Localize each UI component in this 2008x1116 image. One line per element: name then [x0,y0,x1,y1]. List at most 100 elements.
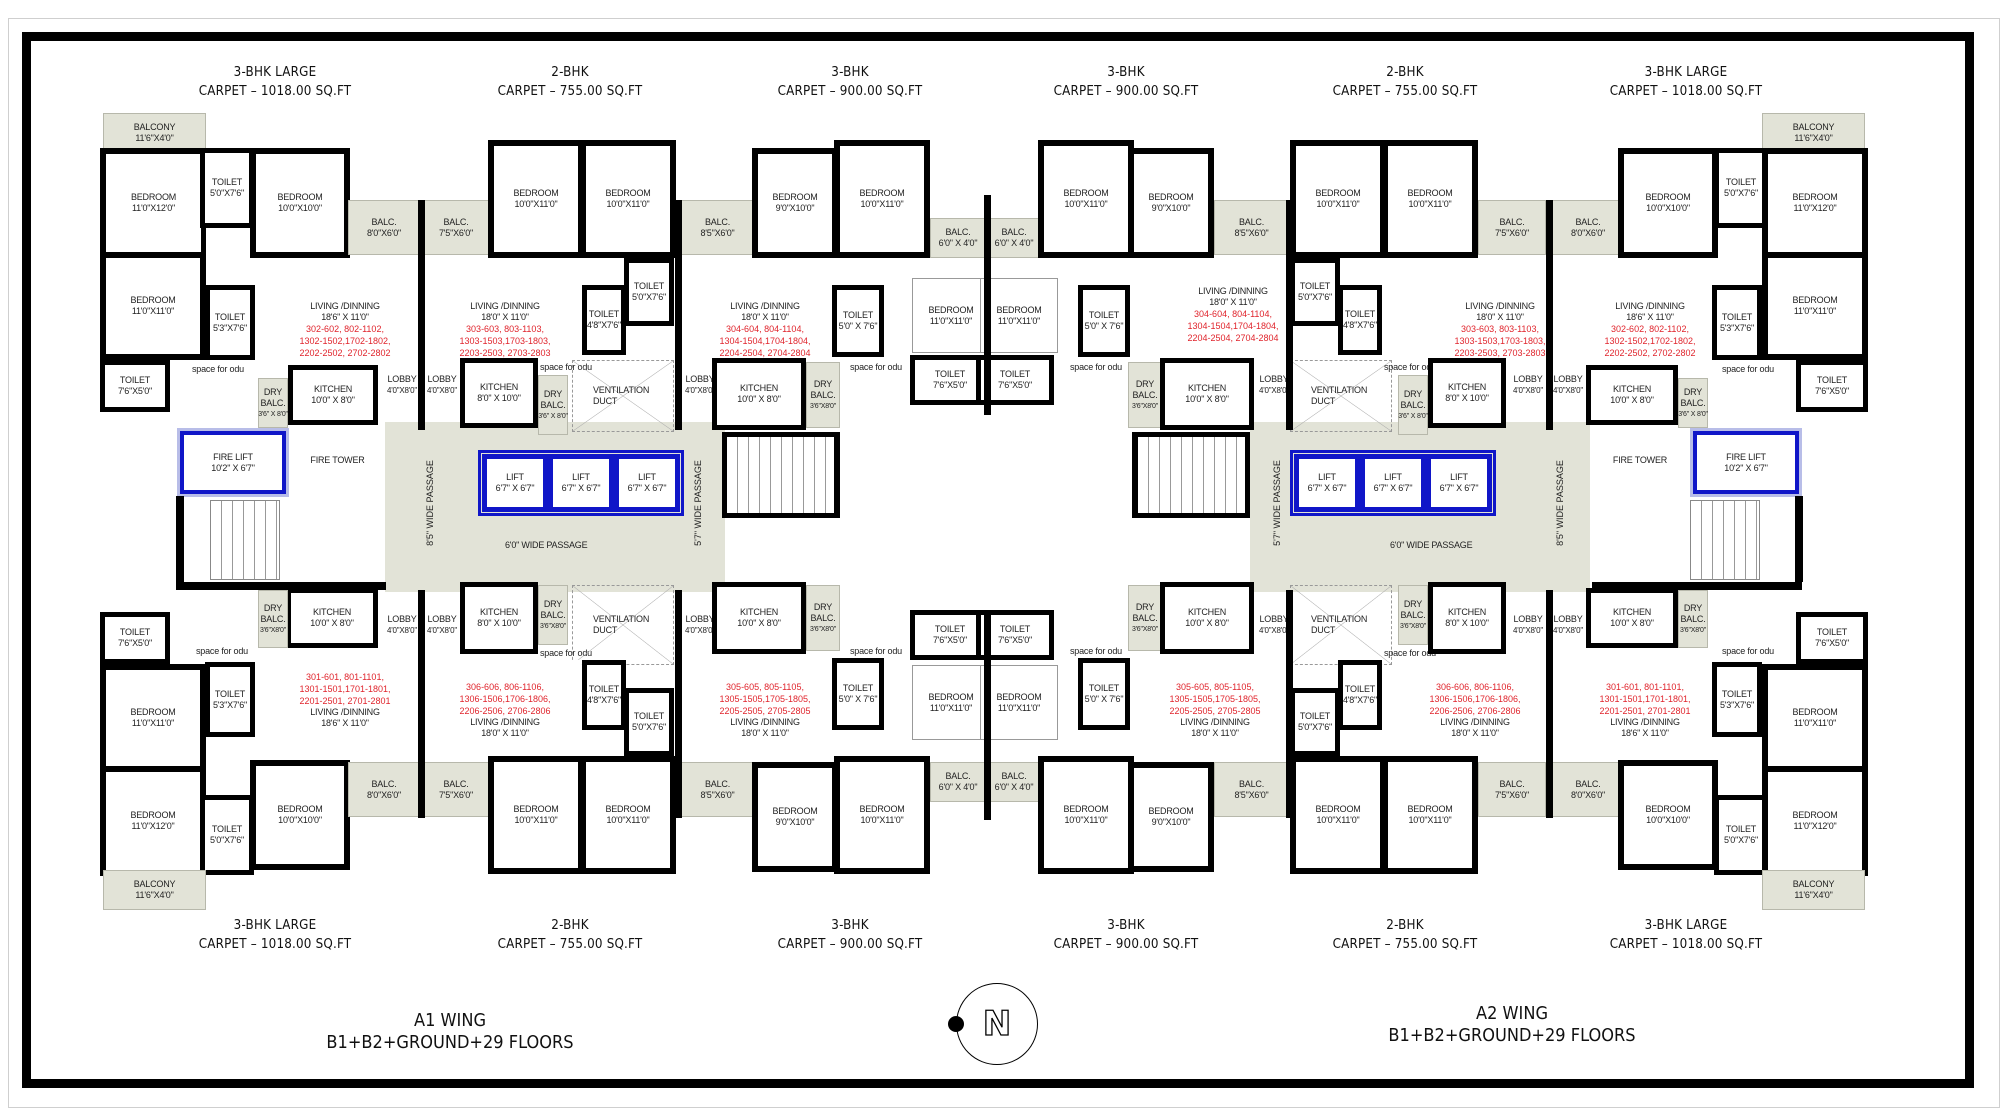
dry-balcony: DRY BALC.3'6" X 8'0" [538,375,568,435]
odu-space: space for odu [1070,646,1122,656]
a1-fire-tower: FIRE TOWER [290,430,385,490]
balcony: BALC.6'0" X 4'0" [930,218,986,258]
a2-passage-57-label: 5'7" WIDE PASSAGE [1272,460,1282,546]
wall [176,496,184,582]
wall [984,195,991,415]
a1-passage-57-label: 5'7" WIDE PASSAGE [693,460,703,546]
balcony: BALC.7'5"X6'0" [1478,762,1546,817]
balcony: BALC.7'5"X6'0" [422,762,490,817]
balcony: BALC.8'0"X6'0" [348,762,420,817]
dry-balcony: DRY BALC.3'6" X 8'0" [1678,378,1708,428]
north-arrow-icon: N [956,983,1038,1065]
dry-balcony: DRY BALC.3'6" X 8'0" [1398,375,1428,435]
balcony: BALC.6'0" X 4'0" [930,762,986,802]
odu-space: space for odu [1722,364,1774,374]
dry-balcony: DRY BALC.3'6"X8'0" [806,362,840,428]
odu-space: space for odu [1384,648,1436,658]
dry-balcony: DRY BALC.3'6"X8'0" [538,585,568,645]
a1-passage-85-label: 8'5" WIDE PASSAGE [425,460,435,546]
dry-balcony: DRY BALC.3'6"X8'0" [258,590,288,648]
a2-fire-staircase [1690,500,1760,580]
living-dining: 301-601, 801-1101,1301-1501,1701-1801,22… [265,650,425,750]
odu-space: space for odu [850,646,902,656]
dry-balcony: DRY BALC.3'6" X 8'0" [258,378,288,428]
drawing-border [22,32,1974,1088]
living-dining: 305-605, 805-1105,1305-1505,1705-1805,22… [690,660,840,760]
dry-balcony: DRY BALC.3'6"X8'0" [1128,585,1162,651]
balcony: BALC.7'5"X6'0" [422,200,490,255]
ventilation-duct: VENTILATION DUCT [1290,585,1392,665]
dry-balcony: DRY BALC.3'6"X8'0" [1128,362,1162,428]
wall [984,610,991,820]
odu-space: space for odu [850,362,902,372]
odu-space: space for odu [540,648,592,658]
wall [1546,590,1553,818]
balcony: BALC.7'5"X6'0" [1478,200,1546,255]
a2-lift-bank [1290,450,1496,516]
living-dining: 305-605, 805-1105,1305-1505,1705-1805,22… [1140,660,1290,760]
a2-main-staircase [1132,432,1250,518]
balcony: BALC.8'5"X6'0" [680,762,755,817]
ventilation-duct: VENTILATION DUCT [1290,360,1392,432]
wall [1286,200,1293,430]
wall [1286,590,1293,818]
a1-main-staircase [722,432,840,518]
a2-fire-tower: FIRE TOWER [1590,430,1690,490]
balcony: BALC.8'5"X6'0" [680,200,755,255]
balcony: BALC.6'0" X 4'0" [986,218,1042,258]
